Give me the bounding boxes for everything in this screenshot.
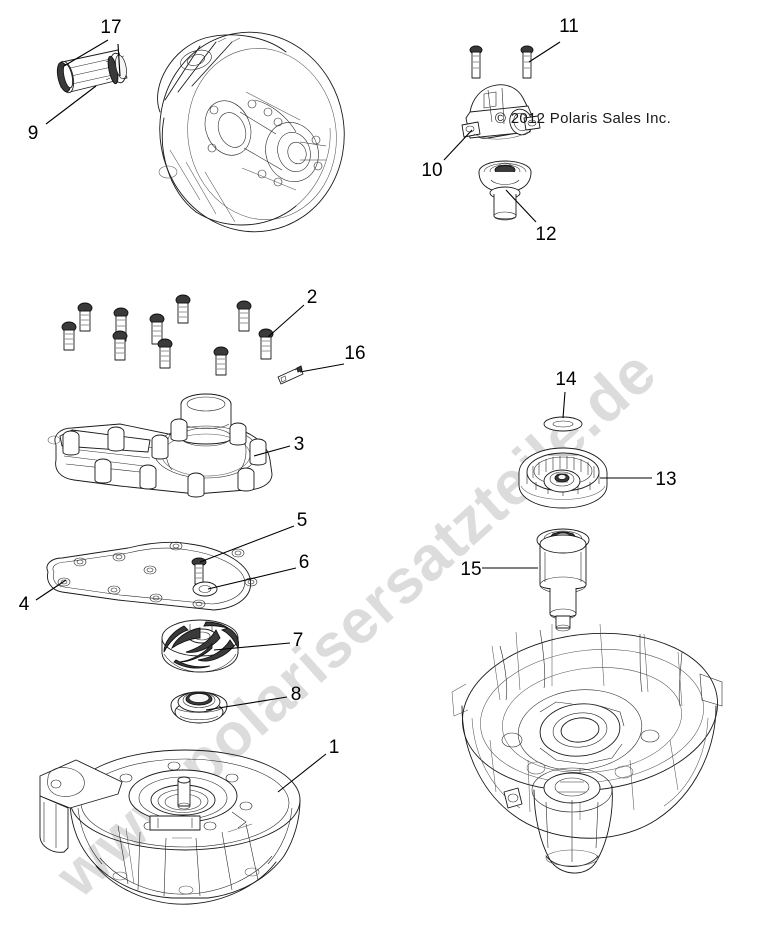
part-drive-gear: [518, 447, 608, 509]
flange-bolt: [157, 338, 173, 369]
leader-lines: [35, 39, 652, 793]
part-thermostat-housing-cover: [461, 84, 541, 140]
plate-center-bolt: [191, 557, 207, 585]
housing-ribs: [117, 823, 259, 897]
flange-bolt: [149, 313, 165, 345]
callout-12: 12: [535, 224, 556, 245]
part-gasket-and-plate: [46, 541, 258, 611]
flange-bolt: [77, 302, 93, 332]
callout-2: 2: [307, 287, 318, 308]
part-pump-shaft: [536, 528, 590, 632]
clamp-left: [56, 61, 74, 93]
callout-13: 13: [655, 469, 676, 490]
part-pump-housing: [39, 749, 301, 905]
gearcase-housing-reference: [451, 623, 723, 874]
callout-9: 9: [28, 123, 39, 144]
callout-4: 4: [19, 594, 30, 615]
callout-6: 6: [299, 552, 310, 573]
flange-bolt: [258, 328, 274, 360]
callout-1: 1: [329, 737, 340, 758]
clamp-right: [105, 52, 127, 85]
callout-15: 15: [460, 559, 481, 580]
callout-17: 17: [100, 17, 121, 38]
engine-internal-detail: [158, 37, 327, 191]
callout-5: 5: [297, 510, 308, 531]
callout-11: 11: [559, 16, 579, 37]
part-flange-bolt-cluster: [61, 294, 274, 376]
part-thermostat: [478, 160, 532, 221]
callout-8: 8: [291, 684, 302, 705]
part-water-pump-cover: [47, 393, 273, 498]
flange-bolt: [175, 294, 191, 324]
part-bypass-hose: [56, 49, 128, 94]
bolt-11b: [520, 45, 534, 79]
callout-10: 10: [421, 160, 442, 181]
callout-16: 16: [344, 343, 365, 364]
housing-reference-ribs: [489, 623, 683, 820]
part-impeller: [161, 619, 239, 673]
engine-assembly-reference: [157, 31, 345, 233]
callout-14: 14: [555, 369, 577, 390]
callout-7: 7: [293, 630, 304, 651]
impeller-vanes: [163, 621, 239, 669]
flange-bolt: [61, 321, 77, 351]
part-dowel-pin: [277, 365, 304, 385]
pump-cover-bosses: [62, 418, 267, 498]
flange-bolt: [213, 346, 229, 376]
callout-3: 3: [294, 434, 305, 455]
copyright-notice: © 2012 Polaris Sales Inc.: [495, 110, 671, 127]
flange-bolt: [112, 330, 128, 361]
flange-bolt: [236, 300, 252, 332]
callout-numbers: 17 9 11 10 12 2 16 3 5 6 4 7 8 1 14 13 1…: [19, 16, 677, 758]
bolt-11a: [469, 45, 483, 79]
part-thermostat-cover-bolts: [469, 45, 534, 79]
